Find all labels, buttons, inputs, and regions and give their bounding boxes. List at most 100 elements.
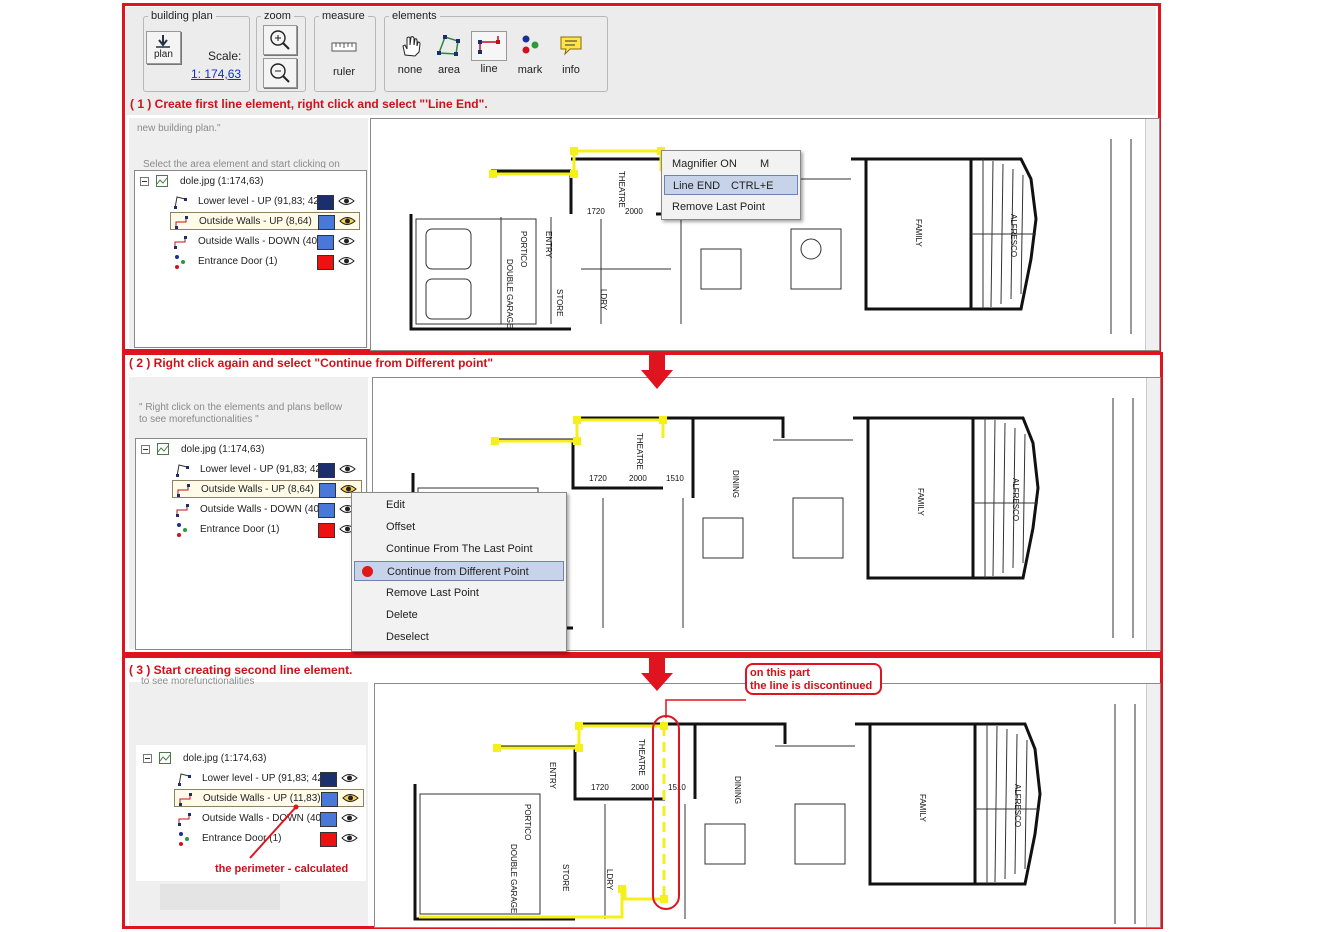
menu-item-remove-last-point[interactable]: Remove Last Point [664, 197, 798, 217]
layer-row-selected[interactable]: Outside Walls - UP (8,64) [170, 212, 360, 230]
plan-label-alfresco: ALFRESCO [1009, 214, 1018, 257]
layer-label: Outside Walls - DOWN (40, [198, 236, 320, 247]
color-swatch[interactable] [318, 503, 335, 518]
area-layer-icon [176, 464, 189, 477]
plan-label-dining: DINING [733, 776, 742, 804]
hint-text-1a: new building plan." [137, 123, 221, 134]
ruler-label: ruler [332, 66, 355, 78]
color-swatch[interactable] [320, 812, 337, 827]
plan-label-ldry: LDRY [605, 869, 614, 891]
layer-label: Outside Walls - DOWN (40, [202, 813, 324, 824]
visibility-eye-icon[interactable] [338, 195, 355, 207]
visibility-eye-icon[interactable] [341, 772, 358, 784]
color-swatch[interactable] [317, 235, 334, 250]
menu-item-label: Remove Last Point [672, 201, 765, 213]
layer-row[interactable]: Outside Walls - DOWN (40, [174, 810, 364, 828]
visibility-eye-icon[interactable] [340, 483, 357, 495]
perimeter-annotation: the perimeter - calculated [215, 863, 349, 875]
visibility-eye-icon[interactable] [341, 832, 358, 844]
tool-info[interactable]: info [551, 33, 591, 76]
menu-item-edit[interactable]: Edit [354, 495, 564, 515]
load-plan-button[interactable]: plan [146, 31, 181, 64]
plan-label-family: FAMILY [914, 219, 923, 248]
menu-item-magnifier[interactable]: Magnifier ON M [664, 154, 798, 174]
menu-item-label: Offset [386, 521, 416, 533]
line-layer-icon [179, 793, 192, 806]
zoom-in-button[interactable] [263, 25, 297, 55]
line-layer-icon [174, 236, 187, 249]
visibility-eye-icon[interactable] [339, 215, 356, 227]
visibility-eye-icon[interactable] [338, 255, 355, 267]
layer-label: Lower level - UP (91,83; 42, [202, 773, 326, 784]
layer-tree-3-footer [160, 884, 280, 910]
hint-text-2a: " Right click on the elements and plans … [139, 402, 343, 413]
layer-row-selected[interactable]: Outside Walls - UP (11,83) [174, 789, 364, 807]
color-swatch[interactable] [318, 463, 335, 478]
tool-info-label: info [562, 64, 580, 76]
menu-item-remove-last-point[interactable]: Remove Last Point [354, 583, 564, 603]
menu-item-continue-different-point[interactable]: Continue from Different Point [354, 561, 564, 581]
line-tool-icon [478, 36, 500, 54]
menu-item-label: Edit [386, 499, 405, 511]
layer-row[interactable]: Entrance Door (1) [170, 253, 360, 271]
visibility-eye-icon[interactable] [341, 812, 358, 824]
scale-label: Scale: [208, 49, 242, 63]
drawn-line-element-1 [489, 147, 665, 178]
collapse-toggle-icon[interactable] [143, 754, 153, 764]
plan-label-theatre: THEATRE [635, 433, 644, 470]
color-swatch[interactable] [318, 215, 335, 230]
menu-item-deselect[interactable]: Deselect [354, 627, 564, 647]
layer-row[interactable]: Entrance Door (1) [174, 830, 364, 848]
visibility-eye-icon[interactable] [339, 463, 356, 475]
menu-item-line-end[interactable]: Line END CTRL+E [664, 175, 798, 195]
area-layer-icon [174, 196, 187, 209]
zoom-out-button[interactable] [263, 58, 297, 88]
layer-row[interactable]: Outside Walls - DOWN (40, [172, 501, 362, 519]
vertical-scrollbar[interactable] [1145, 119, 1159, 350]
plan-label-garage: DOUBLE GARAGE [505, 259, 514, 328]
plan-label-portico: PORTICO [519, 231, 528, 267]
vertical-scrollbar[interactable] [1146, 378, 1160, 650]
plan-dim-1510: 1510 [666, 474, 684, 483]
vertical-scrollbar[interactable] [1146, 684, 1160, 927]
menu-item-offset[interactable]: Offset [354, 517, 564, 537]
tree-root[interactable]: dole.jpg (1:174,63) [143, 750, 363, 768]
measure-legend: measure [322, 10, 365, 22]
layer-row[interactable]: Lower level - UP (91,83; 42, [174, 770, 364, 788]
color-swatch[interactable] [318, 523, 335, 538]
tool-mark[interactable]: mark [510, 33, 550, 76]
layer-row-selected[interactable]: Outside Walls - UP (8,64) [172, 480, 362, 498]
down-arrow-icon [641, 352, 673, 389]
layer-row[interactable]: Entrance Door (1) [172, 521, 362, 539]
mark-layer-icon [179, 832, 189, 846]
discontinued-highlight-ellipse [652, 715, 680, 910]
color-swatch[interactable] [317, 195, 334, 210]
layer-row[interactable]: Outside Walls - DOWN (40, [170, 233, 360, 251]
layer-label: Lower level - UP (91,83; 42, [200, 464, 324, 475]
area-layer-icon [178, 773, 191, 786]
tool-none[interactable]: none [390, 33, 430, 76]
tree-root[interactable]: dole.jpg (1:174,63) [141, 441, 361, 459]
tool-line[interactable]: line [469, 31, 509, 75]
color-swatch[interactable] [317, 255, 334, 270]
layer-row[interactable]: Lower level - UP (91,83; 42, [172, 461, 362, 479]
scale-value-link[interactable]: 1: 174,63 [191, 67, 242, 81]
menu-item-delete[interactable]: Delete [354, 605, 564, 625]
color-swatch[interactable] [319, 483, 336, 498]
tree-root[interactable]: dole.jpg (1:174,63) [140, 173, 360, 191]
zoom-legend: zoom [264, 10, 291, 22]
menu-item-continue-last-point[interactable]: Continue From The Last Point [354, 539, 564, 559]
visibility-eye-icon[interactable] [342, 792, 359, 804]
color-swatch[interactable] [321, 792, 338, 807]
collapse-toggle-icon[interactable] [140, 177, 150, 187]
color-swatch[interactable] [320, 832, 337, 847]
color-swatch[interactable] [320, 772, 337, 787]
layer-row[interactable]: Lower level - UP (91,83; 42, [170, 193, 360, 211]
plan-view-3[interactable]: PORTICO ENTRY THEATRE DOUBLE GARAGE STOR… [374, 683, 1161, 928]
ruler-tool[interactable]: ruler [321, 35, 367, 78]
visibility-eye-icon[interactable] [338, 235, 355, 247]
collapse-toggle-icon[interactable] [141, 445, 151, 455]
info-speech-bubble-icon [560, 36, 582, 56]
tool-area[interactable]: area [429, 33, 469, 76]
hint-text-2b: to see morefunctionalities " [139, 414, 259, 425]
